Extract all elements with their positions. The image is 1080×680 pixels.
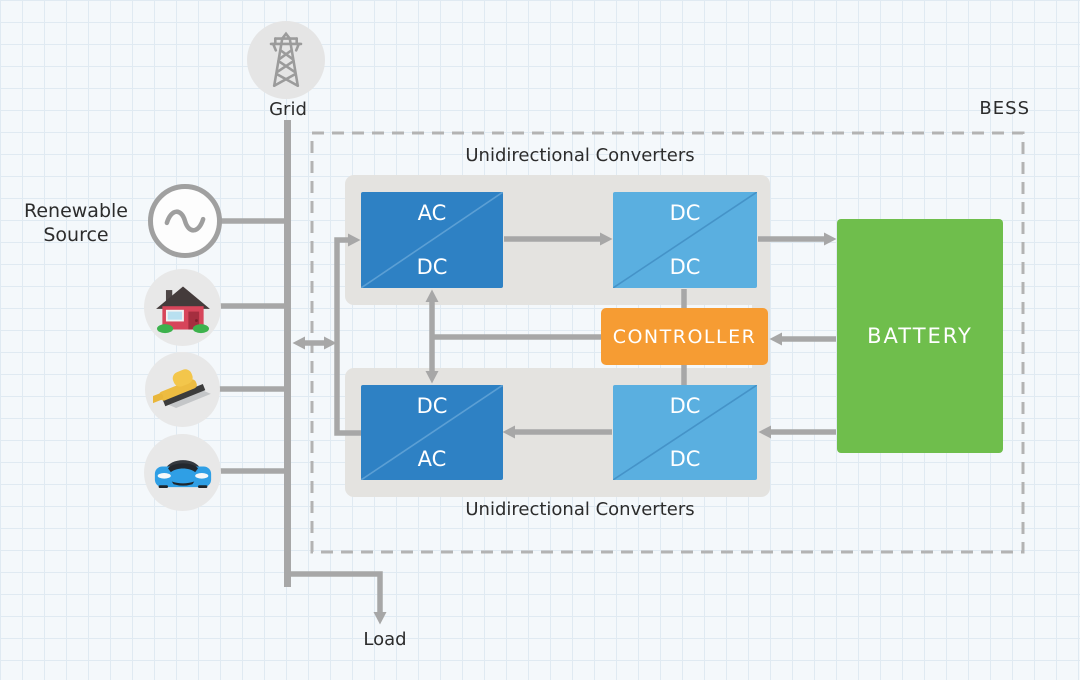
battery-block: BATTERY <box>837 219 1003 453</box>
grid-label: Grid <box>269 99 307 120</box>
ac-source-icon <box>148 184 222 258</box>
controller-block: CONTROLLER <box>601 308 768 365</box>
car-icon <box>144 434 221 511</box>
bess-label: BESS <box>979 98 1030 119</box>
dc-dc-converter-top-block: DC DC <box>613 192 757 288</box>
dc-ac-converter-block: DC AC <box>361 385 503 480</box>
power-tool-icon <box>145 352 220 427</box>
transmission-tower-icon <box>247 21 325 99</box>
bottom-converters-label: Unidirectional Converters <box>465 499 695 520</box>
load-arrow <box>287 571 387 625</box>
ac-dc-converter-block: AC DC <box>361 192 503 288</box>
dc-dc-converter-bottom-block: DC DC <box>613 385 757 480</box>
renewable-source-label: Renewable Source <box>24 200 128 246</box>
load-label: Load <box>363 629 407 650</box>
top-converters-label: Unidirectional Converters <box>465 145 695 166</box>
house-icon <box>144 269 221 346</box>
